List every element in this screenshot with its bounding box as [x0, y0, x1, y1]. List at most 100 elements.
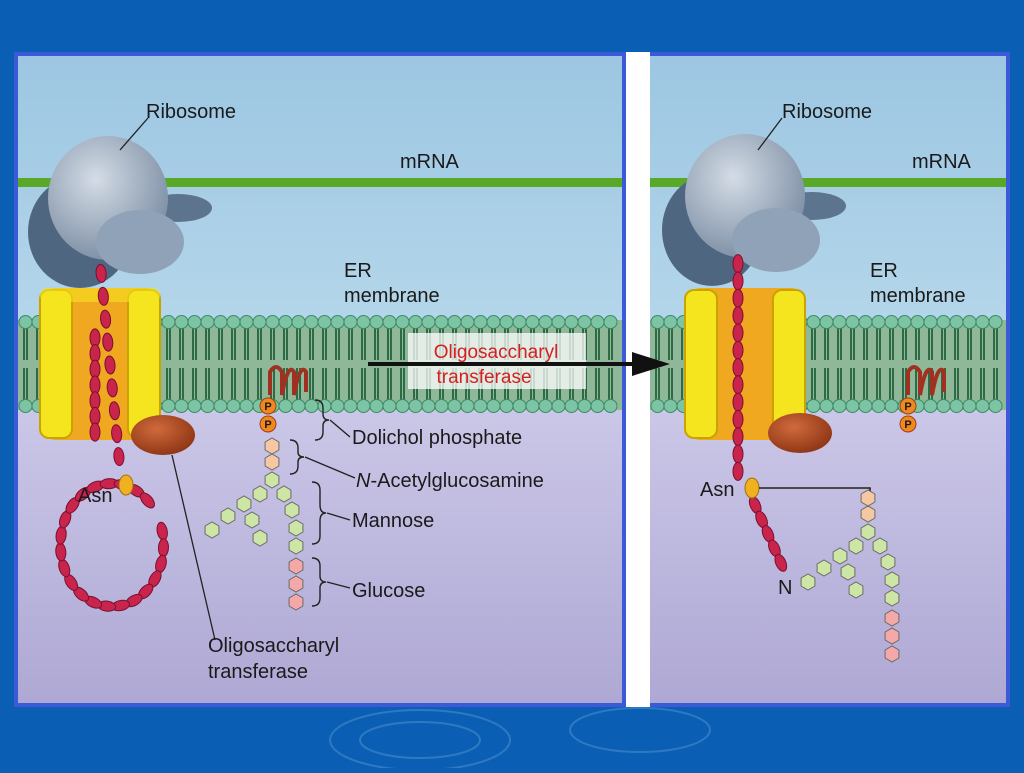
nacetylglucosamine-sugar: [264, 453, 280, 471]
lipid-head: [858, 315, 873, 329]
amino-acid-bead: [732, 254, 744, 274]
lipid-head: [962, 399, 977, 413]
lipid-head: [486, 315, 501, 329]
transition-arrow: Oligosaccharyl transferase: [368, 333, 670, 389]
right-mrna-label: mRNA: [912, 151, 972, 173]
lipid-head: [395, 315, 410, 329]
lipid-head: [226, 399, 241, 413]
lipid-head: [590, 399, 605, 413]
nacetylglucosamine-rest: -Acetylglucosamine: [370, 470, 543, 492]
lipid-head: [460, 315, 475, 329]
background-decoration: [329, 707, 711, 771]
lipid-head: [369, 399, 384, 413]
lipid-head: [200, 315, 215, 329]
amino-acid-bead: [732, 288, 744, 308]
left-ost-label-line1: Oligosaccharyl: [208, 635, 339, 657]
lipid-head: [871, 315, 886, 329]
mannose-sugar: [276, 485, 292, 503]
mannose-sugar: [840, 563, 856, 581]
arrow-label-line2: transferase: [436, 367, 531, 388]
lipid-head: [473, 399, 488, 413]
left-mrna-label: mRNA: [400, 151, 460, 173]
left-phosphate-1-label: P: [264, 401, 271, 413]
amino-acid-bead: [97, 286, 109, 306]
lipid-head: [343, 315, 358, 329]
lipid-head: [382, 315, 397, 329]
lipid-head: [897, 315, 912, 329]
lipid-head: [832, 315, 847, 329]
mannose-sugar: [848, 581, 864, 599]
amino-acid-bead: [732, 340, 744, 360]
right-phosphate-1: [899, 397, 917, 415]
right-er-label-line2: membrane: [870, 285, 966, 307]
lipid-head: [923, 315, 938, 329]
glucose-sugar: [884, 627, 900, 645]
amino-acid-bead: [113, 447, 125, 467]
mannose-sugar: [860, 523, 876, 541]
left-ost-label-line2: transferase: [208, 661, 308, 683]
left-phosphate-2-label: P: [264, 419, 271, 431]
left-braces: [289, 399, 356, 607]
right-ribosome: [662, 134, 846, 286]
lipid-head: [291, 315, 306, 329]
lipid-head: [239, 315, 254, 329]
mannose-sugar: [264, 471, 280, 489]
right-phosphate-1-label: P: [904, 401, 911, 413]
mannose-sugar: [800, 573, 816, 591]
lipid-head: [18, 315, 33, 329]
amino-acid-bead: [100, 309, 112, 329]
right-peptide-chain: [732, 254, 788, 572]
lipid-head: [819, 315, 834, 329]
right-mrna: [650, 178, 1006, 187]
lipid-head: [551, 399, 566, 413]
lipid-head: [525, 399, 540, 413]
lipid-head: [382, 399, 397, 413]
lipid-head: [330, 399, 345, 413]
left-phosphate-2: [259, 415, 277, 433]
lipid-head: [577, 399, 592, 413]
mannose-label: Mannose: [352, 510, 434, 532]
amino-acid-bead: [102, 332, 114, 352]
lipid-head: [317, 315, 332, 329]
lipid-head: [884, 315, 899, 329]
lipid-head: [304, 399, 319, 413]
lipid-head: [278, 399, 293, 413]
nacetylglucosamine-sugar: [860, 489, 876, 507]
nacetylglucosamine-sugar: [860, 505, 876, 523]
lipid-head: [460, 399, 475, 413]
amino-acid-bead: [732, 427, 744, 447]
mannose-sugar: [884, 589, 900, 607]
right-panel: P P Ribosome mRNA ER membrane Asn N: [650, 52, 1010, 707]
lipid-head: [187, 399, 202, 413]
left-mrna: [18, 178, 622, 187]
lipid-head: [884, 399, 899, 413]
lipid-head: [975, 399, 990, 413]
lipid-head: [369, 315, 384, 329]
lipid-head: [551, 315, 566, 329]
lipid-head: [936, 315, 951, 329]
lipid-head: [239, 399, 254, 413]
amino-acid-bead: [732, 461, 744, 481]
lipid-head: [936, 399, 951, 413]
dolichol-phosphate-label: Dolichol phosphate: [352, 427, 522, 449]
mannose-sugar: [252, 529, 268, 547]
left-leader-lines: [119, 117, 216, 641]
lipid-head: [650, 399, 665, 413]
left-ribosome-label: Ribosome: [146, 101, 236, 123]
mannose-sugar: [244, 511, 260, 529]
lipid-head: [845, 315, 860, 329]
lipid-head: [356, 399, 371, 413]
lipid-head: [434, 399, 449, 413]
amino-acid-bead: [732, 392, 744, 412]
left-asn-label: Asn: [78, 485, 112, 507]
lipid-head: [252, 315, 267, 329]
right-asn-residue: [744, 477, 760, 499]
glucose-sugar: [884, 645, 900, 663]
nacetylglucosamine-prefix: N: [356, 470, 371, 492]
lipid-head: [265, 315, 280, 329]
lipid-head: [278, 315, 293, 329]
lipid-head: [512, 315, 527, 329]
lipid-head: [923, 399, 938, 413]
